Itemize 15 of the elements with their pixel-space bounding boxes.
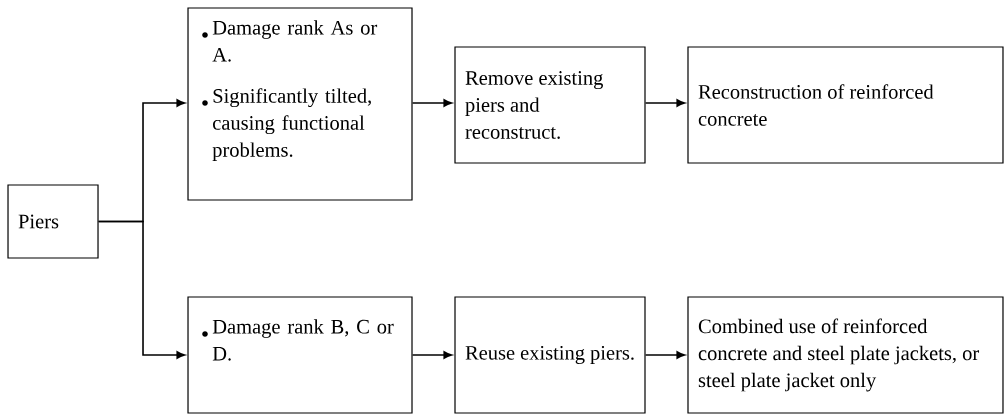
arrow [644,351,686,359]
arrow [644,99,686,107]
method-box: Reconstruction of reinforced concrete [687,46,1004,164]
arrow [411,351,453,359]
method-box: Combined use of reinforced concrete and steel plate jackets, or steel plate jacket only [687,296,1004,414]
condition-box [187,296,413,414]
bullet-text: Damage rank As or A. [212,20,378,62]
start-box: Piers [7,184,99,259]
arrow [411,99,453,107]
bullet-text: Significantly tilted, causing functional problems. [212,88,371,161]
condition-box [187,7,413,201]
bullet-text: Damage rank B, C or D. [212,319,394,361]
action-box: Reuse existing piers. [454,296,646,414]
arrow [97,220,186,359]
action-box: Remove existing piers and reconstruct. [454,46,646,164]
